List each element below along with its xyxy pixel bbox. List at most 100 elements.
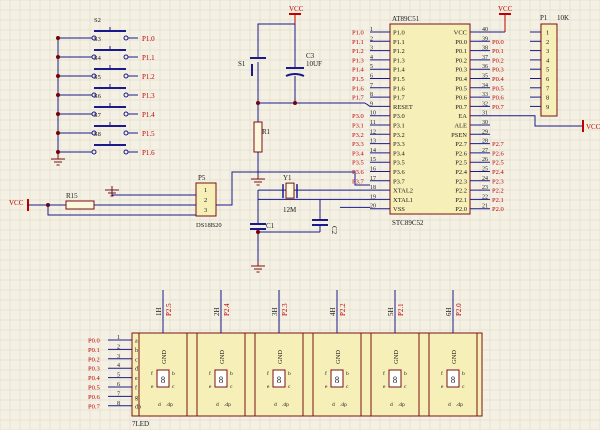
mcu-right-pin-number: 40: [482, 27, 488, 33]
p5-vcc-label: VCC: [9, 199, 24, 207]
digit-pin-label: 1H: [155, 307, 163, 316]
switch-junction-dot: [56, 112, 60, 116]
switch-contact: [91, 111, 97, 117]
mcu-left-pin-name: RESET: [393, 104, 413, 111]
mcu-left-pin-number: 11: [370, 120, 376, 126]
p1-connector: [540, 23, 558, 117]
digit-net-label: P2.4: [223, 303, 231, 316]
mcu-right-pin-name: P0.5: [455, 85, 467, 92]
mcu-right-net-label: P0.4: [492, 76, 504, 83]
p1-pin-number: 8: [546, 95, 549, 102]
p5-gnd-wire: [47, 205, 196, 216]
p1-pin-number: 6: [546, 76, 550, 83]
mcu-right-pin-name: P2.6: [455, 150, 467, 157]
ea-vcc-label: VCC: [586, 123, 600, 131]
mcu-right-net-label: P0.6: [492, 95, 504, 102]
mcu-left-pin-name: P1.7: [393, 95, 405, 102]
digit-gnd-label: GND: [161, 350, 168, 364]
mcu-right-pin-number: 36: [482, 64, 488, 70]
mcu-right-net-label: P0.3: [492, 67, 504, 74]
digit-glyph: [446, 369, 460, 388]
display-name: 7LED: [132, 420, 149, 428]
mcu-right-pin-name: P2.2: [455, 188, 467, 195]
digit-pin-label: 4H: [329, 307, 337, 316]
mcu-right-pin-number: 33: [482, 92, 488, 98]
mcu-chip: [389, 23, 471, 215]
mcu-left-net-label: P1.4: [352, 67, 364, 74]
switch-net-label: P1.2: [142, 73, 155, 81]
display-seg-pin: 1: [117, 335, 120, 341]
digit-seg-b: b: [462, 371, 465, 377]
mcu-left-pin-name: P1.2: [393, 48, 405, 55]
switch-junction-dot: [56, 150, 60, 154]
display-input-net: P0.2: [88, 356, 100, 363]
mcu-left-pin-name: VSS: [393, 206, 405, 213]
p5-part: DS18B20: [196, 222, 222, 229]
r15-label: R15: [66, 192, 78, 200]
digit-seg-c: c: [172, 384, 175, 390]
digit-eight: 8: [277, 375, 282, 385]
mcu-left-pin-number: 3: [370, 46, 373, 52]
switch-label: S8: [94, 131, 101, 138]
switch-contact: [123, 35, 129, 41]
mcu-right-pin-name: ALE: [454, 123, 467, 130]
p1-pin-number: 1: [546, 30, 549, 37]
p1-pin-number: 9: [546, 104, 549, 111]
display-seg-pin: 8: [117, 401, 120, 407]
mcu-left-pin-number: 14: [370, 148, 376, 154]
switch-label: S6: [94, 93, 102, 100]
p5-connector: [195, 182, 217, 217]
digit-gnd-label: GND: [335, 350, 342, 364]
mcu-left-pin-name: P1.4: [393, 67, 405, 74]
mcu-vcc-label: VCC: [498, 5, 513, 13]
p5-pin-number: 2: [204, 197, 207, 204]
display-seg-letter: b: [135, 348, 138, 354]
crystal-y1: [285, 182, 295, 199]
mcu-left-pin-number: 16: [370, 167, 376, 173]
switch-junction-dot: [56, 36, 60, 40]
digit-eight: 8: [335, 375, 340, 385]
mcu-left-pin-name: P3.0: [393, 113, 405, 120]
mcu-right-pin-name: P2.7: [455, 141, 467, 148]
digit-seg-dp: .dp: [398, 402, 405, 408]
mcu-right-pin-name: P0.0: [455, 39, 467, 46]
mcu-right-pin-number: 25: [482, 167, 488, 173]
cap-junction-dot: [256, 230, 260, 234]
digit-seg-e: e: [267, 384, 270, 390]
mcu-right-net-label: P2.6: [492, 150, 504, 157]
mcu-left-pin-name: XTAL2: [393, 188, 413, 195]
digit-seg-d: d: [274, 402, 277, 408]
switch-net-label: P1.4: [142, 111, 155, 119]
digit-seg-f: f: [267, 370, 269, 377]
digit-seg-d: d: [158, 402, 161, 408]
digit-gnd-label: GND: [451, 350, 458, 364]
c2-label: C2: [330, 226, 338, 235]
mcu-right-pin-name: P0.1: [455, 48, 467, 55]
switch-contact: [123, 111, 129, 117]
mcu-left-net-label: P1.1: [352, 39, 364, 46]
switch-contact: [91, 35, 97, 41]
digit-net-label: P2.3: [281, 303, 289, 316]
mcu-right-pin-number: 30: [482, 120, 488, 126]
digit-gnd-label: GND: [219, 350, 226, 364]
switch-junction-dot: [56, 131, 60, 135]
switch-ground: [51, 155, 65, 166]
digit-seg-f: f: [441, 370, 443, 377]
mcu-right-pin-number: 26: [482, 157, 488, 163]
mcu-left-pin-name: P3.6: [393, 169, 405, 176]
mcu-name: AT89C51: [392, 15, 420, 23]
r1-ground: [251, 175, 265, 186]
mcu-right-net-label: P2.2: [492, 188, 504, 195]
mcu-right-net-label: P0.2: [492, 57, 504, 64]
y1-value: 12M: [283, 206, 297, 214]
mcu-right-pin-name: P2.0: [455, 206, 467, 213]
mcu-left-pin-name: P1.6: [393, 85, 405, 92]
digit-net-label: P2.1: [397, 303, 405, 316]
switch-label: S2: [94, 17, 101, 24]
c1-label: C1: [266, 222, 275, 230]
mcu-left-pin-number: 10: [370, 111, 376, 117]
vcc-label: VCC: [289, 5, 304, 13]
r1-resistor: [253, 121, 263, 153]
mcu-left-pin-name: P1.0: [393, 30, 405, 37]
mcu-left-pin-number: 6: [370, 74, 373, 80]
